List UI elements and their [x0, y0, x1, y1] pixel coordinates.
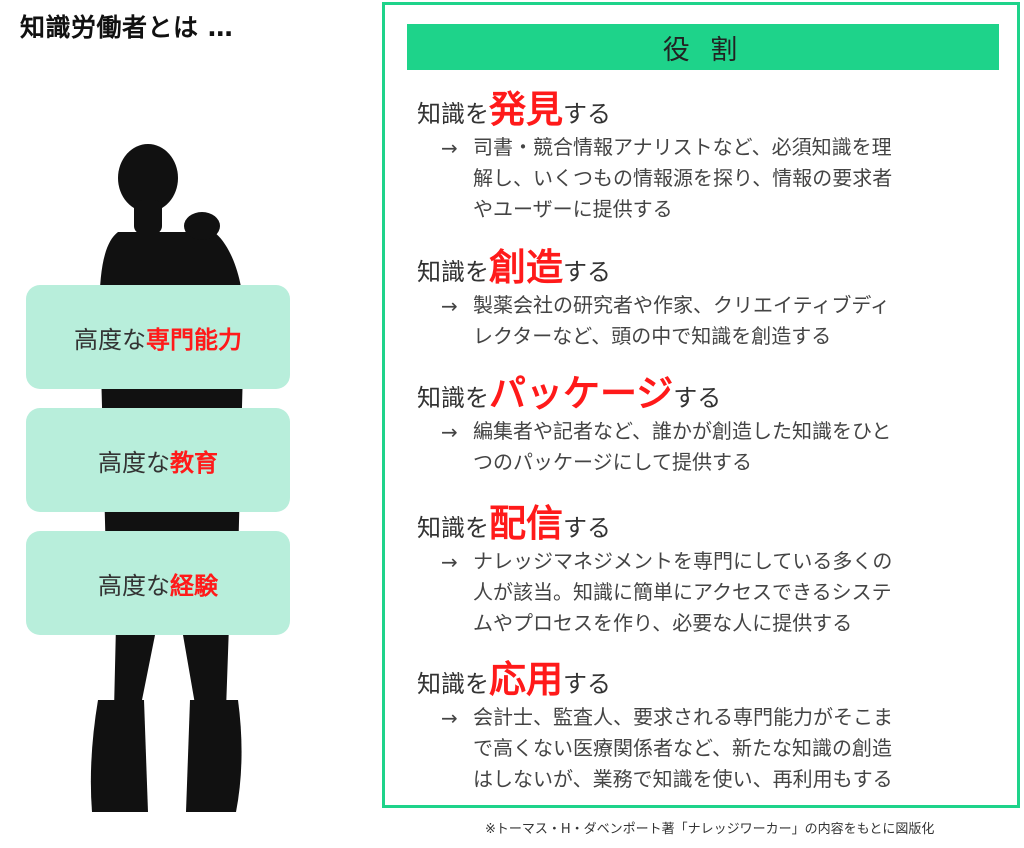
attribute-highlight: 専門能力	[146, 325, 242, 354]
role-title: 知識を発見する	[417, 91, 1007, 128]
arrow-icon: →	[441, 706, 458, 730]
attribute-card-expertise: 高度な専門能力	[26, 285, 290, 389]
role-title: 知識を創造する	[417, 249, 1007, 286]
role-package: 知識をパッケージする → 編集者や記者など、誰かが創造した知識をひと つのパッケ…	[417, 375, 1007, 478]
role-suffix: する	[563, 100, 611, 128]
role-description: 編集者や記者など、誰かが創造した知識をひと つのパッケージにして提供する	[473, 419, 892, 474]
role-title: 知識をパッケージする	[417, 375, 1007, 412]
attribute-card-education: 高度な教育	[26, 408, 290, 512]
attribute-card-experience: 高度な経験	[26, 531, 290, 635]
role-description: ナレッジマネジメントを専門にしている多くの 人が該当。知識に簡単にアクセスできる…	[473, 549, 893, 635]
footnote: ※トーマス・H・ダベンポート著「ナレッジワーカー」の内容をもとに図版化	[485, 822, 935, 837]
role-title: 知識を応用する	[417, 661, 1007, 698]
role-prefix: 知識を	[417, 514, 489, 542]
arrow-icon: →	[441, 550, 458, 574]
attribute-prefix: 高度な	[98, 448, 170, 477]
role-apply: 知識を応用する → 会計士、監査人、要求される専門能力がそこま で高くない医療関…	[417, 661, 1007, 795]
roles-panel: 役 割 知識を発見する → 司書・競合情報アナリストなど、必須知識を理 解し、い…	[382, 2, 1020, 808]
arrow-icon: →	[441, 294, 458, 318]
role-prefix: 知識を	[417, 258, 489, 286]
page-title: 知識労働者とは …	[20, 13, 234, 42]
arrow-icon: →	[441, 136, 458, 160]
roles-header: 役 割	[407, 24, 999, 70]
role-create: 知識を創造する → 製薬会社の研究者や作家、クリエイティブディ レクターなど、頭…	[417, 249, 1007, 352]
role-prefix: 知識を	[417, 670, 489, 698]
role-description: 製薬会社の研究者や作家、クリエイティブディ レクターなど、頭の中で知識を創造する	[473, 293, 890, 348]
role-distribute: 知識を配信する → ナレッジマネジメントを専門にしている多くの 人が該当。知識に…	[417, 505, 1007, 639]
role-suffix: する	[563, 258, 611, 286]
role-suffix: する	[563, 670, 611, 698]
attribute-highlight: 教育	[170, 448, 218, 477]
role-keyword: 応用	[489, 658, 563, 701]
role-discover: 知識を発見する → 司書・競合情報アナリストなど、必須知識を理 解し、いくつもの…	[417, 91, 1007, 225]
role-description: 会計士、監査人、要求される専門能力がそこま で高くない医療関係者など、新たな知識…	[473, 705, 893, 791]
attribute-highlight: 経験	[170, 571, 218, 600]
role-description: 司書・競合情報アナリストなど、必須知識を理 解し、いくつもの情報源を探り、情報の…	[473, 135, 893, 221]
role-title: 知識を配信する	[417, 505, 1007, 542]
attribute-prefix: 高度な	[74, 325, 146, 354]
role-prefix: 知識を	[417, 100, 489, 128]
attribute-prefix: 高度な	[98, 571, 170, 600]
arrow-icon: →	[441, 420, 458, 444]
role-suffix: する	[673, 384, 722, 412]
role-keyword: 発見	[489, 88, 563, 131]
role-keyword: 創造	[489, 246, 563, 289]
role-suffix: する	[563, 514, 611, 542]
role-prefix: 知識を	[417, 384, 489, 412]
role-keyword: 配信	[489, 502, 563, 545]
role-keyword: パッケージ	[489, 372, 674, 415]
